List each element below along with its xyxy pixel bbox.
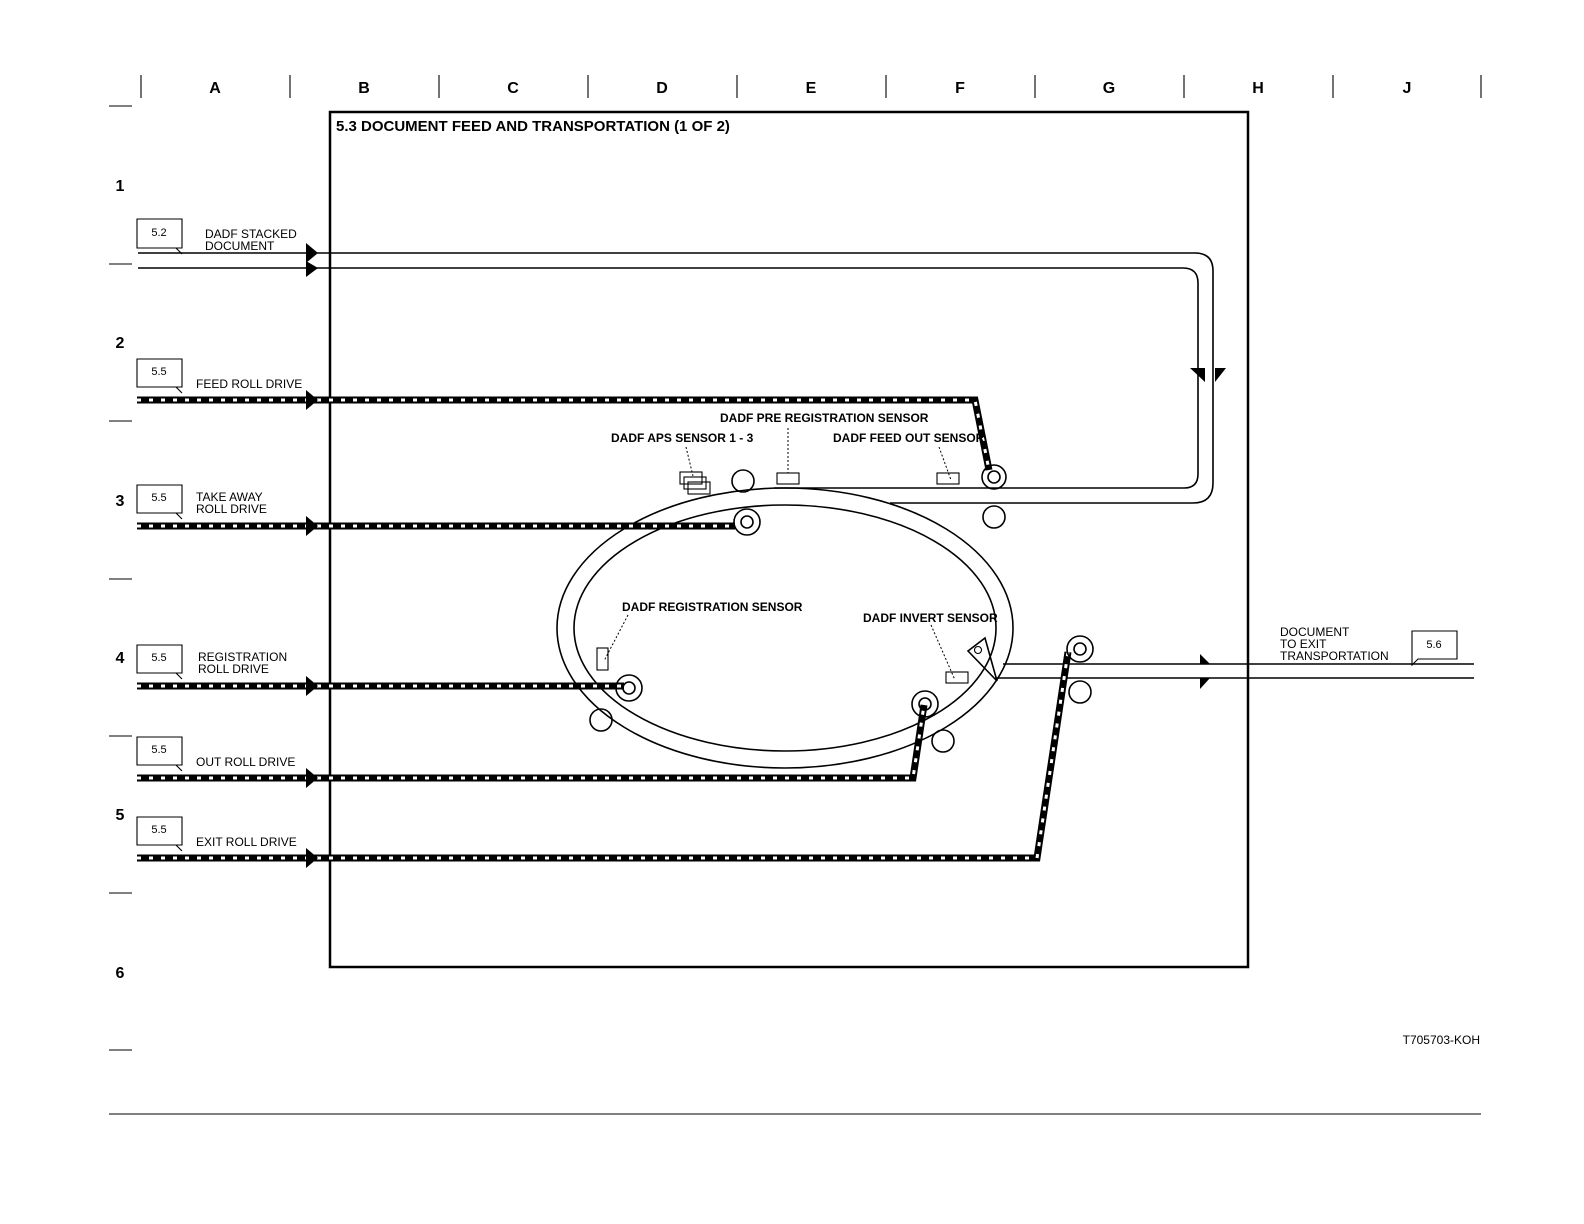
input-label-2: DOCUMENT — [205, 239, 275, 253]
downflow-arrow — [1190, 368, 1205, 382]
input-label: EXIT ROLL DRIVE — [196, 835, 297, 849]
row-label-2: 2 — [116, 335, 125, 352]
output-ref: 5.6 — [1426, 639, 1441, 651]
column-label-e: E — [806, 80, 817, 97]
block-title: 5.3 DOCUMENT FEED AND TRANSPORTATION (1 … — [336, 118, 730, 135]
stacked-doc-arrow-lower — [306, 261, 318, 277]
column-label-h: H — [1252, 80, 1264, 97]
column-header: A B C D E F G H J — [140, 75, 1482, 98]
exit-roll — [1066, 635, 1094, 663]
exit-arrow-upper — [1200, 654, 1210, 664]
pre-registration-sensor-label: DADF PRE REGISTRATION SENSOR — [720, 411, 929, 425]
input-label: DADF STACKED — [205, 227, 297, 241]
flow-arrows — [306, 243, 1226, 689]
column-label-b: B — [358, 80, 370, 97]
input-feed-roll-drive: 5.5 FEED ROLL DRIVE — [136, 358, 302, 394]
column-label-g: G — [1103, 80, 1115, 97]
feed-out-sensor-icon — [936, 472, 960, 485]
input-label: TAKE AWAY — [196, 490, 263, 504]
input-label: OUT ROLL DRIVE — [196, 755, 295, 769]
row-label-4: 4 — [116, 650, 125, 667]
drive-lines — [137, 390, 1072, 868]
row-label-1: 1 — [116, 178, 125, 195]
invert-sensor-icon — [945, 671, 969, 684]
input-ref: 5.5 — [151, 366, 166, 378]
row-header: 1 2 3 4 5 6 — [109, 105, 132, 1051]
input-out-roll-drive: 5.5 OUT ROLL DRIVE — [136, 736, 295, 772]
stacked-doc-arrow — [306, 243, 318, 263]
input-label: REGISTRATION — [198, 650, 287, 664]
input-stacked-document: 5.2 DADF STACKED DOCUMENT — [136, 218, 297, 255]
block-frame — [328, 110, 1250, 969]
registration-sensor-icon — [596, 647, 609, 671]
downflow-arrow-right — [1215, 368, 1226, 382]
registration-idler-roll — [589, 708, 613, 732]
take-away-roll — [733, 508, 761, 536]
registration-sensor-label: DADF REGISTRATION SENSOR — [622, 600, 803, 614]
input-ref: 5.5 — [151, 652, 166, 664]
output-label-3: TRANSPORTATION — [1280, 649, 1389, 663]
column-label-a: A — [209, 80, 221, 97]
exit-idler-roll — [1068, 680, 1092, 704]
input-registration-roll-drive: 5.5 REGISTRATION ROLL DRIVE — [136, 644, 287, 680]
feed-out-sensor-label: DADF FEED OUT SENSOR — [833, 431, 985, 445]
input-label-2: ROLL DRIVE — [198, 662, 269, 676]
rolls — [589, 464, 1094, 753]
figure-id: T705703-KOH — [1403, 1033, 1480, 1047]
invert-sensor-label: DADF INVERT SENSOR — [863, 611, 998, 625]
out-idler-roll — [931, 729, 955, 753]
output-label-1: DOCUMENT — [1280, 625, 1350, 639]
out-roll — [911, 690, 939, 718]
sensors — [596, 428, 969, 684]
paper-path — [138, 252, 1474, 769]
column-label-c: C — [507, 80, 519, 97]
row-label-6: 6 — [116, 965, 125, 982]
exit-arrow-lower — [1200, 678, 1210, 689]
aps-sensor-icon — [679, 471, 711, 495]
feed-idler-roll — [982, 505, 1006, 529]
input-ref: 5.5 — [151, 824, 166, 836]
column-label-f: F — [955, 80, 965, 97]
aps-sensor-label: DADF APS SENSOR 1 - 3 — [611, 431, 754, 445]
input-ref: 5.5 — [151, 492, 166, 504]
row-label-3: 3 — [116, 493, 125, 510]
input-take-away-roll-drive: 5.5 TAKE AWAY ROLL DRIVE — [136, 484, 267, 520]
feed-roll — [981, 464, 1007, 490]
registration-roll — [615, 674, 643, 702]
input-label-2: ROLL DRIVE — [196, 502, 267, 516]
input-label: FEED ROLL DRIVE — [196, 377, 302, 391]
pre-registration-sensor-icon — [776, 472, 800, 485]
row-label-5: 5 — [116, 807, 125, 824]
input-ref: 5.5 — [151, 744, 166, 756]
out-roll-drive-line — [137, 704, 928, 782]
output-document-to-exit: DOCUMENT TO EXIT TRANSPORTATION 5.6 — [1280, 625, 1458, 667]
input-ref: 5.2 — [151, 227, 166, 239]
invert-gate — [966, 636, 998, 682]
column-label-d: D — [656, 80, 668, 97]
take-away-idler-roll — [731, 469, 755, 493]
input-exit-roll-drive: 5.5 EXIT ROLL DRIVE — [136, 816, 297, 852]
output-label-2: TO EXIT — [1280, 637, 1327, 651]
column-label-j: J — [1403, 80, 1412, 97]
